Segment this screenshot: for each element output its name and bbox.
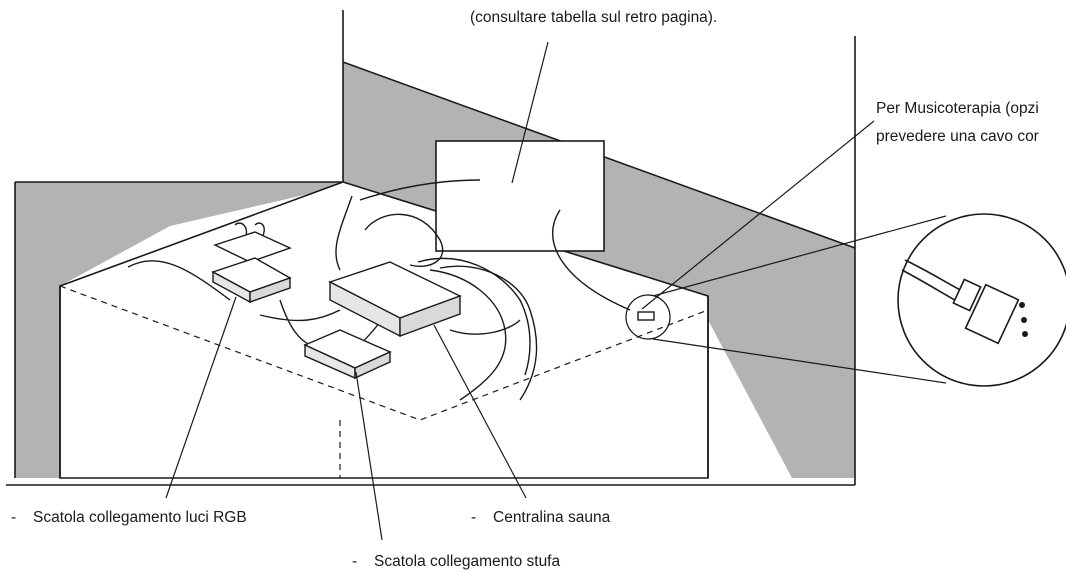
bullet-dash: - [352,553,358,570]
bullet-dash: - [471,509,477,526]
roof-dashed-outline [59,285,709,478]
wall-opening [435,140,605,252]
label-control-unit-text: Centralina sauna [493,509,611,526]
control-unit-box [328,261,462,338]
connector-zoom-detail [652,213,1066,387]
cables [127,179,631,401]
label-heater-box: -Scatola collegamento stufa [352,553,560,571]
cabin-roof [59,181,709,479]
label-top-note: (consultare tabella sul retro pagina). [470,9,718,26]
rgb-junction-box [211,231,292,304]
bullet-dash: - [11,509,17,526]
label-control-unit: -Centralina sauna [471,509,610,527]
label-rgb-box-text: Scatola collegamento luci RGB [33,509,247,526]
label-music-line2: prevedere una cavo cor [876,128,1039,145]
leader-lines [165,41,875,541]
label-heater-box-text: Scatola collegamento stufa [374,553,561,570]
label-rgb-box: -Scatola collegamento luci RGB [11,509,247,527]
music-connector [625,294,671,340]
label-music-line1: Per Musicoterapia (opzi [876,100,1039,117]
heater-box [303,329,392,380]
